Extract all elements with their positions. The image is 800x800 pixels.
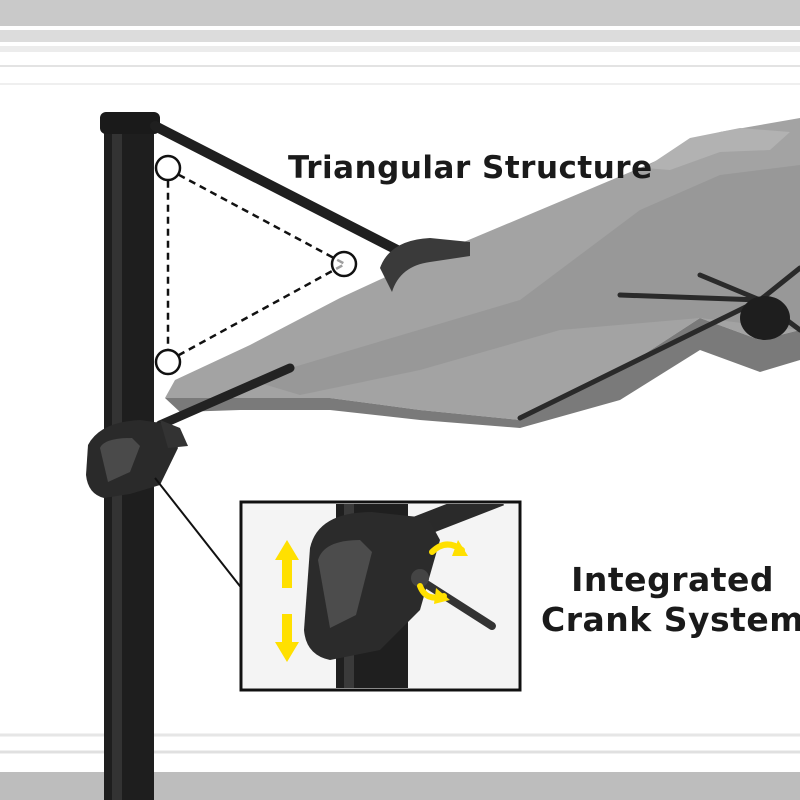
crank-zoom-inset [239, 500, 522, 692]
crank-label-line1: Integrated [571, 560, 775, 599]
umbrella-pole [86, 112, 470, 800]
crank-label-line2: Crank System [541, 600, 800, 639]
crank-system-label: Integrated Crank System [541, 560, 800, 640]
zoom-connector-line [154, 477, 244, 591]
umbrella-canopy [155, 118, 800, 430]
triangle-structure-diagram [154, 154, 358, 376]
up-down-arrow-icon [275, 540, 299, 662]
triangular-structure-label: Triangular Structure [288, 150, 653, 186]
